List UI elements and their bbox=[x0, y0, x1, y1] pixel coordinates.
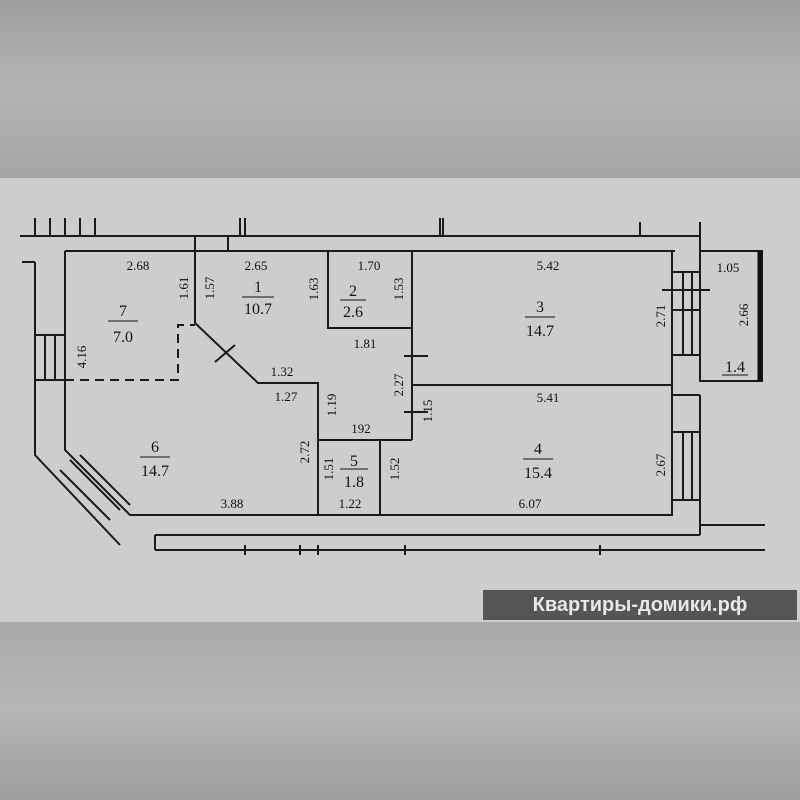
dimension: 1.27 bbox=[275, 389, 298, 404]
dimension: 6.07 bbox=[519, 496, 542, 511]
dimension: 1.61 bbox=[176, 277, 191, 300]
zone-boundary-dashed bbox=[65, 324, 195, 381]
dimension: 2.27 bbox=[391, 373, 406, 396]
dimension: 5.42 bbox=[537, 258, 560, 273]
room-5-number: 5 bbox=[350, 453, 358, 470]
dimension: 1.19 bbox=[324, 394, 339, 417]
room-7-area: 7.0 bbox=[113, 329, 133, 346]
dimension: 1.15 bbox=[420, 400, 435, 423]
room-3-area: 14.7 bbox=[526, 323, 554, 340]
room-2-area: 2.6 bbox=[343, 304, 363, 321]
dimension: 1.51 bbox=[321, 458, 336, 481]
dimension: 1.22 bbox=[339, 496, 362, 511]
dimension: 1.57 bbox=[202, 276, 217, 299]
dimension: 2.71 bbox=[653, 305, 668, 328]
room-1-area: 10.7 bbox=[244, 301, 272, 318]
room-labels: 1 10.7 2 2.6 3 14.7 4 15.4 5 1.8 6 14.7 … bbox=[108, 279, 748, 491]
room-6-area: 14.7 bbox=[141, 463, 169, 480]
room-7-number: 7 bbox=[119, 303, 127, 320]
blurred-background-top bbox=[0, 0, 800, 178]
room-6-number: 6 bbox=[151, 439, 159, 456]
dimension: 2.67 bbox=[653, 453, 668, 476]
blurred-background-bottom bbox=[0, 622, 800, 800]
dimension: 3.88 bbox=[221, 496, 244, 511]
dimension: 1.52 bbox=[387, 458, 402, 481]
room-3-number: 3 bbox=[536, 299, 544, 316]
dimension: 1.63 bbox=[306, 278, 321, 301]
dimension: 2.66 bbox=[736, 303, 751, 326]
dimension: 1.81 bbox=[354, 336, 377, 351]
room-4-area: 15.4 bbox=[524, 465, 552, 482]
dimension: 2.65 bbox=[245, 258, 268, 273]
walls bbox=[20, 218, 765, 555]
dimension: 1.70 bbox=[358, 258, 381, 273]
room-4-number: 4 bbox=[534, 441, 542, 458]
room-5-area: 1.8 bbox=[344, 474, 364, 491]
dimension: 1.32 bbox=[271, 364, 294, 379]
watermark: Квартиры-домики.рф bbox=[483, 590, 797, 620]
room-2-number: 2 bbox=[349, 283, 357, 300]
dimension: 192 bbox=[351, 421, 371, 436]
dimension: 2.72 bbox=[297, 441, 312, 464]
dimension: 1.53 bbox=[391, 278, 406, 301]
dimensions: 2.68 1.61 1.57 2.65 1.63 1.70 1.53 1.81 … bbox=[74, 258, 751, 511]
dimension: 1.05 bbox=[717, 260, 740, 275]
room-1-number: 1 bbox=[254, 279, 262, 296]
dimension: 2.68 bbox=[127, 258, 150, 273]
dimension: 4.16 bbox=[74, 345, 89, 368]
balcony-area: 1.4 bbox=[725, 359, 745, 376]
dimension: 5.41 bbox=[537, 390, 560, 405]
